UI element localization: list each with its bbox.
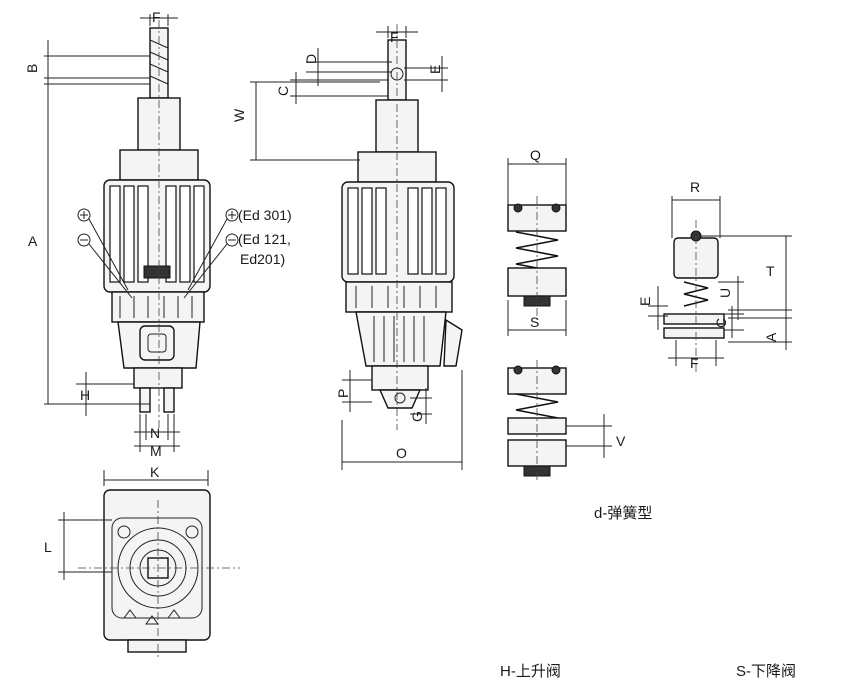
dim-v [566,414,612,458]
legend: d-弹簧型 H-上升阀 S-下降阀 [500,505,796,680]
dim-c-side [290,72,388,104]
dim-f-side [376,26,418,38]
dim-t [700,235,792,311]
legend-lift-valve: H-上升阀 [500,663,561,680]
mounting-holes [123,609,181,625]
dim-w [250,81,380,161]
dim-g [410,388,432,424]
label-a-front: A [28,233,38,249]
label-l: L [44,539,52,555]
spring-detail-upper [507,158,567,336]
lower-clevis-side [378,389,422,409]
base-foot [127,639,187,653]
dim-a-right [728,310,792,350]
dim-e-right [648,286,668,330]
label-e-right: E [637,297,653,306]
cooling-fins-side [347,187,447,275]
label-u: U [717,288,733,298]
label-p: P [335,389,351,398]
base-side [371,365,429,391]
rod-end-spring [683,281,709,307]
dim-r [671,196,721,238]
label-m: M [150,443,162,459]
motor-housing-side [355,311,447,367]
dim-l [58,512,112,580]
lower-skirt-side [345,281,453,313]
dim-f-front [140,14,178,26]
rod-end-detail [648,196,792,372]
dim-o [341,370,463,470]
terminal-box-side [443,318,463,367]
callout-ed301: (Ed 301) [238,207,292,223]
callout-labels: (Ed 301) (Ed 121, Ed201) [238,207,292,267]
dim-s [507,300,567,336]
valve-s-callout-right [225,233,239,247]
valve-h-callout-right [225,208,239,222]
label-h: H [80,387,90,403]
label-k: K [150,464,160,480]
valve-s-callout [77,233,91,247]
port-m-front [163,387,175,413]
dimension-labels: F B A H N M K L F D E C W P G O Q S V R … [24,9,779,555]
label-n: N [150,425,160,441]
label-v: V [616,433,626,449]
lower-skirt-front [111,291,205,323]
legend-spring-type: d-弹簧型 [594,505,652,522]
cooling-fins-front [109,185,205,283]
label-f-front: F [152,9,161,25]
nameplate-front [143,265,171,279]
label-w: W [231,108,247,122]
left-leader-lines [88,218,133,299]
skirt-ribs-front [119,296,193,318]
front-view [44,14,239,486]
port-n-front [139,387,151,413]
legend-lower-valve: S-下降阀 [736,663,796,680]
label-a-right: A [763,332,779,342]
dim-f-right [668,340,724,366]
spring-detail-lower [507,360,612,480]
dim-e-side [404,56,448,92]
terminal-box-front [139,325,175,361]
callout-ed121: (Ed 121, [238,231,291,247]
label-f-side: F [390,29,399,45]
dim-q [507,158,567,205]
label-c-side: C [275,86,291,96]
dim-n-m [134,414,180,452]
valve-h-callout [77,208,91,222]
base-front [133,367,183,389]
label-o: O [396,445,407,461]
dim-k [103,470,209,486]
label-g: G [409,411,425,422]
label-s: S [530,314,539,330]
dim-p [342,370,372,412]
label-q: Q [530,147,541,163]
label-f-right: F [690,355,699,371]
label-d: D [303,54,319,64]
rod-end-plate-2 [663,327,725,339]
side-view [250,24,463,470]
right-leader-lines [183,218,228,299]
label-e-side: E [427,65,443,74]
label-b: B [24,64,40,73]
dim-h [76,372,134,416]
callout-ed201: Ed201) [240,251,285,267]
bottom-view [58,489,240,660]
rod-end-plate-1 [663,313,725,325]
dim-c-right [724,306,744,338]
dim-b [44,40,150,92]
label-c-right: C [713,318,729,328]
label-t: T [766,263,775,279]
label-r: R [690,179,700,195]
